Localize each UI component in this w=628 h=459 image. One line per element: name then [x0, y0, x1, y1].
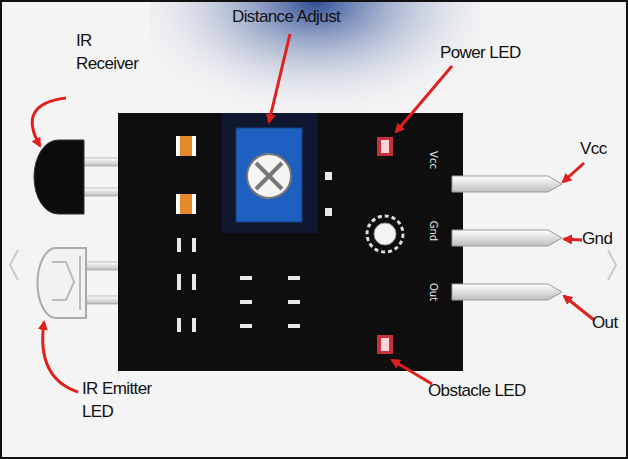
part-label: Obstacle LED — [428, 380, 558, 403]
part-label: IR Receiver — [76, 30, 148, 76]
part-label: IR Emitter LED — [82, 378, 174, 424]
part-label: Power LED — [440, 42, 550, 65]
silkscreen-pin-name: Gnd — [428, 221, 438, 241]
silkscreen-pin-name: Out — [428, 283, 438, 301]
pin-name: Vcc — [580, 138, 624, 161]
pin-name: Gnd — [582, 228, 624, 251]
part-label: Distance Adjust — [232, 6, 402, 29]
silkscreen-pin-name: Vcc — [428, 151, 438, 169]
pin-name: Out — [592, 312, 624, 335]
